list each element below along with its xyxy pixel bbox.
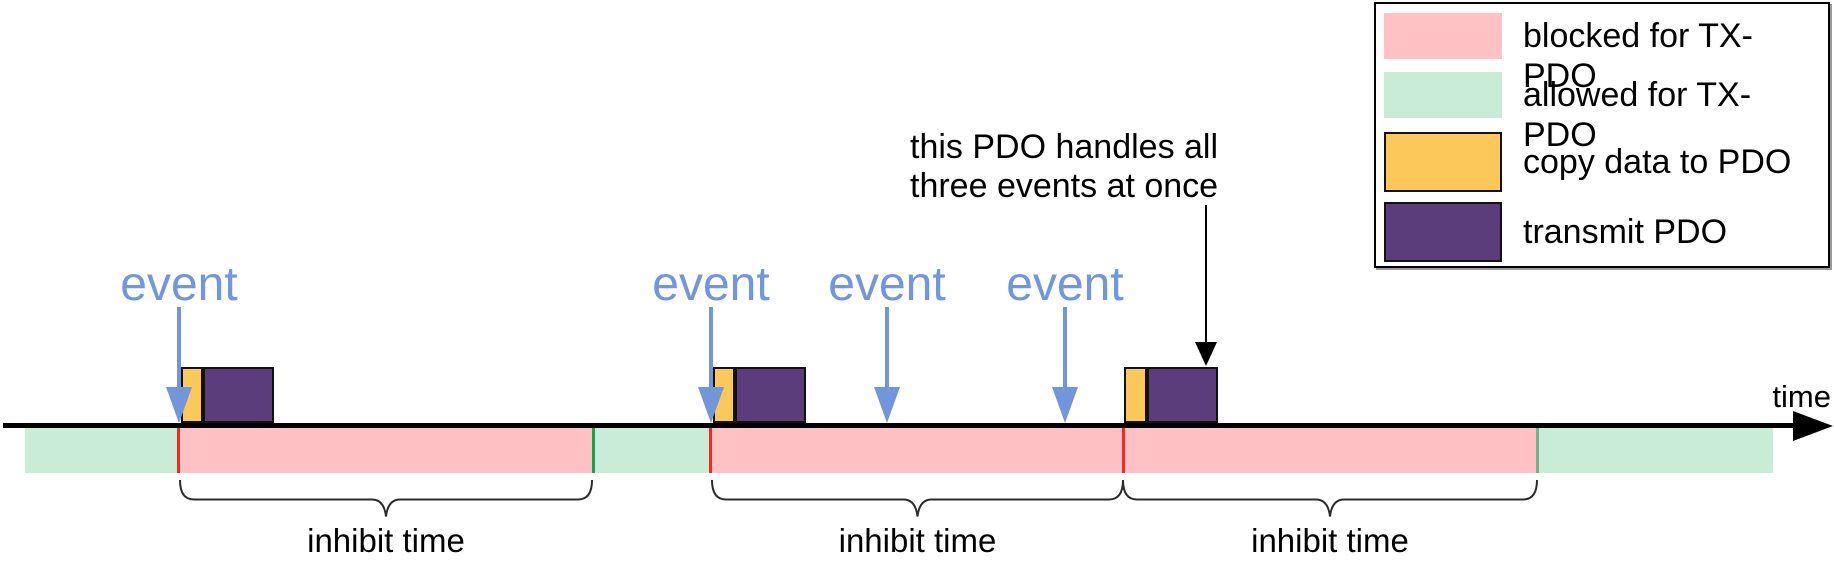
tx-pdo-allowed-segment (593, 428, 710, 473)
event-arrow-icon (166, 387, 192, 423)
annotation-arrow-line (1205, 205, 1207, 344)
inhibit-start-marker (177, 428, 180, 473)
time-axis-line (3, 423, 1794, 428)
legend-item-label: copy data to PDO (1523, 143, 1792, 181)
annotation-line1: this PDO handles all (910, 128, 1219, 166)
inhibit-time-brace (1122, 479, 1538, 517)
event-arrow-line (709, 307, 713, 397)
tx-pdo-blocked-segment (178, 428, 593, 473)
inhibit-end-marker (592, 428, 595, 473)
legend-swatch-copy (1384, 132, 1502, 192)
transmit-pdo-block (1147, 367, 1218, 423)
copy-data-block (1124, 367, 1147, 423)
event-arrow-line (1063, 307, 1067, 397)
inhibit-start-marker (1122, 428, 1125, 473)
event-label: event (652, 258, 770, 311)
legend-swatch-transmit (1384, 202, 1502, 262)
inhibit-time-label: inhibit time (1251, 522, 1409, 559)
event-arrow-icon (1052, 387, 1078, 423)
event-arrow-line (177, 307, 181, 397)
event-arrow-icon (698, 387, 724, 423)
inhibit-end-soft-marker (1536, 428, 1539, 473)
inhibit-time-brace (711, 479, 1124, 517)
tx-pdo-allowed-segment (25, 428, 178, 473)
event-arrow-icon (874, 387, 900, 423)
time-axis-arrowhead-icon (1793, 411, 1833, 441)
annotation-arrow-icon (1195, 342, 1217, 366)
event-label: event (1006, 258, 1124, 311)
legend-swatch-blocked (1384, 13, 1502, 59)
legend-item-label: allowed for TX-PDO (1523, 76, 1752, 154)
time-axis-label: time (1772, 379, 1831, 414)
event-label: event (828, 258, 946, 311)
event-label: event (120, 258, 238, 311)
event-arrow-line (885, 307, 889, 397)
inhibit-start-marker (709, 428, 712, 473)
transmit-pdo-block (735, 367, 806, 423)
legend-item-label: blocked for TX-PDO (1523, 17, 1753, 95)
legend-swatch-allowed (1384, 72, 1502, 118)
annotation-line2: three events at once (910, 167, 1219, 205)
inhibit-time-label: inhibit time (838, 522, 997, 559)
transmit-pdo-block (203, 367, 274, 423)
inhibit-time-brace (179, 479, 593, 517)
annotation-text: this PDO handles all three events at onc… (910, 128, 1218, 206)
legend-item-label: transmit PDO (1523, 213, 1728, 251)
inhibit-time-label: inhibit time (307, 522, 465, 559)
tx-pdo-allowed-segment (1537, 428, 1773, 473)
